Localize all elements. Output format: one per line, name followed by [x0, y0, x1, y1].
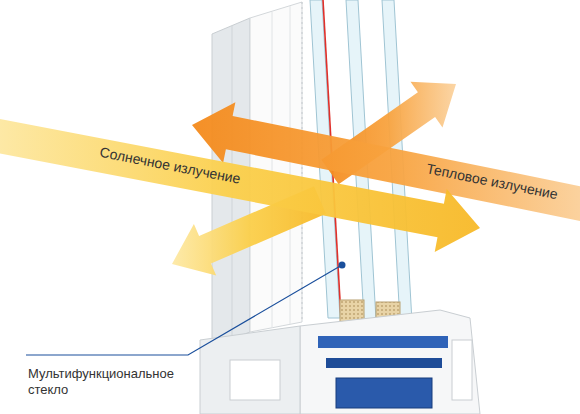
frame-face — [250, 2, 302, 332]
solar-label: Солнечное излучение — [98, 144, 242, 188]
radiation-arrows — [0, 82, 580, 276]
profile-body — [300, 310, 480, 414]
callout-label: Мультифункциональное стекло — [28, 366, 196, 399]
frame-edge — [290, 6, 291, 324]
reinforcement — [336, 378, 432, 408]
solar-arrow — [0, 117, 480, 252]
frame-edge — [272, 12, 273, 328]
leader-line — [26, 265, 342, 355]
bottom-profile — [200, 310, 480, 414]
profile-chamber — [230, 360, 280, 400]
reinforcement — [326, 358, 442, 368]
callout — [26, 262, 346, 356]
leader-dot — [339, 262, 346, 269]
seal-strip — [318, 336, 448, 348]
heat-label: Тепловое излучение — [425, 160, 559, 204]
profile-chamber — [452, 340, 472, 400]
